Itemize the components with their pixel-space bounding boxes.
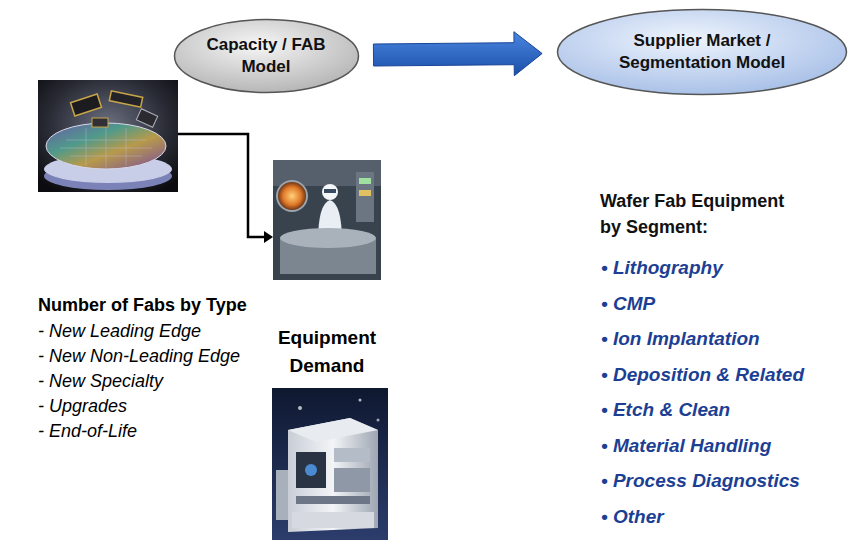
bullet-item: • Material Handling [601, 434, 771, 457]
wafer-photo-part [60, 124, 152, 169]
equipment-photo-part [273, 160, 381, 280]
leader-arrow-part [178, 134, 265, 237]
heading-text: Number of Fabs by Type [38, 294, 247, 316]
equipment-machine-photo-part [276, 470, 288, 520]
equipment-machine-photo-part [377, 419, 380, 422]
model-ellipse: Capacity / FAB Model [173, 18, 360, 94]
bullet-item: • Ion Implantation [601, 327, 760, 350]
ellipse-outline [556, 8, 848, 96]
bullet-item: • Etch & Clean [601, 398, 730, 421]
node-text-group: Supplier Market / Segmentation Model [602, 30, 802, 74]
wafer-photo-part [136, 109, 157, 127]
equipment-machine-photo-part [288, 418, 378, 532]
list-item: - New Leading Edge [38, 320, 201, 342]
ellipse-outline [173, 18, 360, 94]
wafer-photo-part [38, 80, 178, 192]
equipment-machine-photo-part [292, 512, 374, 528]
list-item: - New Non-Leading Edge [38, 345, 240, 367]
list-item: - Upgrades [38, 395, 127, 417]
equipment-machine-photo-part [296, 452, 326, 488]
equipment-photo-part [277, 181, 307, 211]
bullet-item: • Process Diagnostics [601, 469, 800, 492]
bullet-item: • CMP [601, 292, 655, 315]
equipment-machine-photo-part [334, 448, 370, 462]
bullet-item: • Deposition & Related [601, 363, 804, 386]
leader-arrow-part [264, 231, 273, 243]
node-text: Capacity / FAB Model [196, 34, 336, 78]
wafer-photo-part [92, 118, 108, 127]
list-item: - End-of-Life [38, 420, 137, 442]
equipment-machine-photo-part [272, 388, 388, 540]
caption-text: Equipment Demand [262, 324, 392, 380]
wafer-photo-part [46, 123, 166, 169]
block-arrow [373, 32, 542, 76]
ellipse-shape [174, 20, 358, 93]
equipment-photo-part [359, 190, 371, 196]
heading-text: Wafer Fab Equipment by Segment: [600, 188, 802, 240]
equipment-machine-photo-part [288, 418, 378, 442]
equipment-machine-photo [272, 388, 388, 540]
equipment-photo-part [280, 228, 376, 248]
node-text: Supplier Market / Segmentation Model [602, 30, 802, 74]
equipment-machine-photo-part [359, 399, 362, 402]
equipment-machine-photo-part [334, 468, 370, 492]
equipment-photo-part [277, 181, 307, 211]
wafer-photo-part [109, 91, 142, 107]
equipment-machine-photo-part [298, 406, 302, 410]
bullet-item: • Other [601, 505, 664, 528]
wafer-photo-part [71, 94, 102, 116]
equipment-photo-part [322, 184, 338, 200]
equipment-photo-part [324, 189, 336, 193]
leader-arrow [178, 134, 273, 243]
equipment-photo-part [356, 172, 374, 222]
equipment-photo [273, 160, 381, 280]
equipment-machine-photo-part [305, 464, 317, 476]
node-text-group: Capacity / FAB Model [196, 34, 336, 78]
ellipse-shape [558, 10, 847, 95]
model-ellipse: Supplier Market / Segmentation Model [556, 8, 848, 96]
equipment-photo-part [359, 178, 371, 184]
list-item: - New Specialty [38, 370, 163, 392]
wafer-photo [38, 80, 178, 192]
equipment-machine-photo-part [296, 496, 370, 504]
bullet-item: • Lithography [601, 256, 723, 279]
